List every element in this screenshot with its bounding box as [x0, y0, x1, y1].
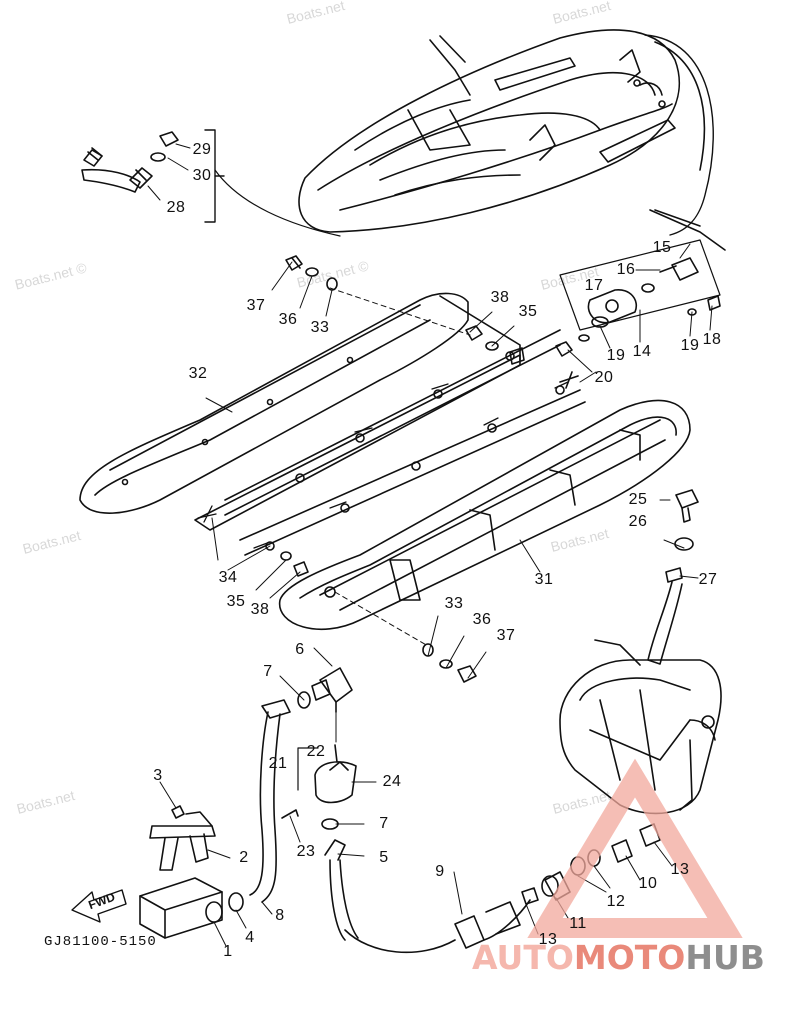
part-label-37a: 37	[246, 297, 266, 314]
elbow-6	[311, 667, 353, 713]
hose-5	[324, 839, 359, 941]
part-label-10: 10	[638, 875, 658, 892]
part-label-31: 31	[534, 571, 554, 588]
part-label-16: 16	[616, 261, 636, 278]
logo-part-auto: AUTO	[472, 938, 574, 977]
part-label-13b: 13	[670, 861, 690, 878]
leader-lines	[159, 243, 713, 947]
part-label-19b: 19	[680, 337, 700, 354]
part-label-35a: 35	[518, 303, 538, 320]
clamp-4	[228, 892, 244, 912]
autmotohub-wordmark: AUTOMOTOHUB	[472, 938, 765, 977]
part-label-18: 18	[702, 331, 722, 348]
part-label-14: 14	[632, 343, 652, 360]
part-label-17: 17	[584, 277, 604, 294]
part-label-38b: 38	[250, 601, 270, 618]
part-label-4: 4	[245, 929, 255, 946]
fitting-25	[675, 489, 699, 523]
logo-part-hub: HUB	[685, 938, 765, 977]
bracket-28	[81, 147, 153, 193]
part-label-26: 26	[628, 513, 648, 530]
part-label-33b: 33	[444, 595, 464, 612]
part-label-1: 1	[223, 943, 233, 960]
diagram-code: GJ81100-5150	[44, 934, 157, 950]
part-label-29: 29	[192, 141, 212, 158]
part-label-5: 5	[379, 849, 389, 866]
rail-31	[279, 399, 691, 630]
part-label-32: 32	[188, 365, 208, 382]
part-label-13a: 13	[538, 931, 558, 948]
part-label-7: 7	[263, 663, 273, 680]
part-label-23: 23	[296, 843, 316, 860]
part-label-35b: 35	[226, 593, 246, 610]
part-label-6: 6	[295, 641, 305, 658]
washer-30	[150, 152, 166, 162]
part-label-22: 22	[306, 743, 326, 760]
part-label-38a: 38	[490, 289, 510, 306]
assembly-14	[559, 239, 721, 342]
part-label-9: 9	[435, 863, 445, 880]
strip-34-upper	[224, 329, 561, 516]
clamp-7a	[297, 691, 311, 709]
valve-24	[314, 744, 357, 804]
clamp-27	[665, 567, 683, 583]
fasteners-38-35	[465, 325, 579, 389]
bolts-34	[197, 381, 569, 549]
nut-20	[555, 341, 573, 357]
part-label-25: 25	[628, 491, 648, 508]
part-label-7b: 7	[379, 815, 389, 832]
bolt-3	[171, 805, 185, 819]
part-label-27: 27	[698, 571, 718, 588]
nut-29	[159, 131, 179, 147]
part-label-19a: 19	[606, 347, 626, 364]
rail-32	[79, 292, 521, 531]
watercraft-hull	[298, 29, 714, 236]
bracket-2	[149, 811, 216, 871]
hose-9	[344, 899, 531, 954]
part-label-3: 3	[153, 767, 163, 784]
hose-8	[249, 699, 291, 903]
hose-27	[647, 581, 683, 665]
part-label-28: 28	[166, 199, 186, 216]
autmotohub-triangle-logo	[527, 758, 743, 938]
part-label-36b: 36	[472, 611, 492, 628]
part-label-8: 8	[275, 907, 285, 924]
part-label-2: 2	[239, 849, 249, 866]
part-label-21: 21	[268, 755, 288, 772]
part-label-15: 15	[652, 239, 672, 256]
part-label-12: 12	[606, 893, 626, 910]
fasteners-upper	[285, 255, 338, 291]
part-label-33a: 33	[310, 319, 330, 336]
part-label-34: 34	[218, 569, 238, 586]
part-label-20: 20	[594, 369, 614, 386]
part-label-36a: 36	[278, 311, 298, 328]
logo-part-moto: MOTO	[573, 938, 686, 977]
jet-pump-housing	[559, 639, 722, 815]
fwd-arrow	[71, 889, 127, 923]
part-label-11: 11	[569, 915, 587, 932]
part-label-24: 24	[382, 773, 402, 790]
box-1	[139, 877, 223, 939]
pin-23	[281, 809, 299, 819]
part-label-37b: 37	[496, 627, 516, 644]
part-label-30: 30	[192, 167, 212, 184]
